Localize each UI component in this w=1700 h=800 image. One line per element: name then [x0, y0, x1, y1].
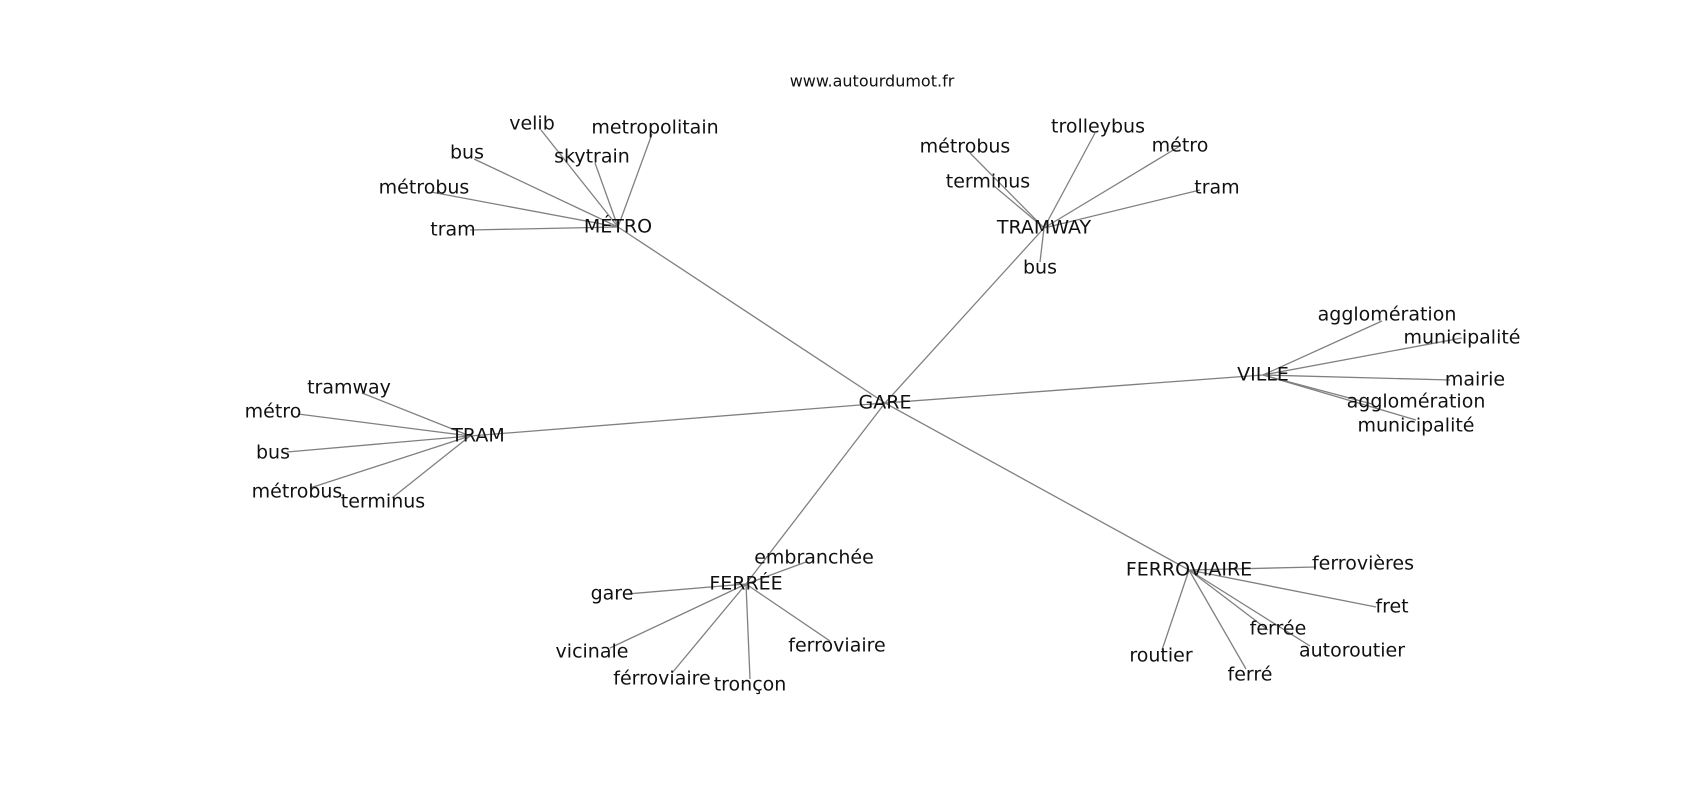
- node-label-fv-autoroutier: autoroutier: [1299, 640, 1405, 662]
- edge-ferree-f-troncon: [745, 583, 751, 680]
- node-label-t-tramway: tramway: [307, 377, 391, 399]
- edge-metro-m-skytrain: [594, 162, 619, 228]
- node-label-tram: TRAM: [450, 425, 504, 447]
- edge-metro-m-bus: [473, 158, 619, 228]
- node-label-gare: GARE: [859, 392, 912, 414]
- edge-ferree-f-gare: [626, 583, 747, 595]
- node-label-ferroviaire: FERROVIAIRE: [1126, 559, 1252, 581]
- node-label-tw-metrobus: métrobus: [920, 136, 1011, 158]
- node-label-t-terminus: terminus: [341, 491, 425, 513]
- source-url: www.autourdumot.fr: [790, 72, 955, 91]
- node-label-ville: VILLE: [1237, 364, 1289, 386]
- edge-tramway-tw-metro: [1043, 145, 1181, 229]
- node-label-v-mairie: mairie: [1445, 369, 1505, 391]
- node-label-m-metropolitain: metropolitain: [591, 117, 718, 139]
- node-label-tw-tram: tram: [1194, 177, 1239, 199]
- edge-tram-t-tramway: [361, 392, 471, 437]
- edge-gare-tramway: [884, 227, 1045, 404]
- node-label-f-ferroviaire2: férroviaire: [613, 668, 710, 690]
- edge-ferroviaire-fv-fret: [1188, 569, 1377, 608]
- edge-ferree-f-vicinale: [609, 583, 747, 649]
- node-label-m-metrobus: métrobus: [379, 177, 470, 199]
- edge-metro-m-velib: [540, 129, 619, 228]
- node-label-t-bus: bus: [256, 442, 290, 464]
- node-label-f-ferroviaire: ferroviaire: [788, 635, 885, 657]
- edge-tram-t-terminus: [391, 435, 471, 499]
- edge-ferree-f-ferroviaire2: [671, 583, 747, 674]
- edge-tram-t-bus: [286, 435, 471, 453]
- node-label-tw-trolleybus: trolleybus: [1051, 116, 1145, 138]
- node-label-metro: MÉTRO: [584, 215, 652, 238]
- edge-gare-ferree: [745, 402, 886, 585]
- edge-tramway-tw-bus: [1039, 227, 1045, 263]
- label-layer: GARE MÉTRO TRAMWAY VILLE TRAM FERRÉE FERROVIAI…: [245, 113, 1521, 696]
- edge-ville-v-mairie: [1262, 374, 1451, 381]
- node-label-f-vicinale: vicinale: [556, 641, 629, 663]
- node-label-v-agglo1: agglomération: [1318, 304, 1457, 326]
- node-label-m-velib: velib: [509, 113, 555, 135]
- node-label-fv-fret: fret: [1375, 596, 1408, 618]
- edge-ferroviaire-fv-autoroutier: [1188, 569, 1311, 647]
- edge-tramway-tw-terminus: [993, 185, 1045, 229]
- node-label-f-embranchee: embranchée: [754, 547, 874, 569]
- edge-gare-metro: [617, 226, 886, 404]
- edge-gare-tram: [469, 402, 886, 437]
- edge-ville-v-agglo1: [1262, 320, 1383, 376]
- node-label-m-bus: bus: [450, 142, 484, 164]
- node-label-v-muni2: municipalité: [1358, 415, 1475, 437]
- edge-ville-v-muni2: [1262, 374, 1417, 421]
- edge-gare-ville: [884, 374, 1264, 404]
- edge-metro-m-metrobus: [430, 191, 619, 228]
- node-label-ferree: FERRÉE: [709, 572, 782, 595]
- edge-ville-v-muni1: [1262, 337, 1463, 376]
- node-label-v-agglo2: agglomération: [1347, 391, 1486, 413]
- node-label-fv-ferree: ferrée: [1250, 618, 1307, 640]
- node-label-tw-terminus: terminus: [946, 171, 1030, 193]
- edge-metro-m-tram: [469, 226, 619, 231]
- edge-tramway-tw-trolleybus: [1043, 132, 1096, 229]
- edge-ferroviaire-fv-ferre: [1188, 569, 1247, 670]
- node-label-fv-ferrovieres: ferrovières: [1312, 553, 1414, 575]
- edge-tram-t-metro: [297, 413, 471, 437]
- node-label-m-tram: tram: [430, 219, 475, 241]
- edge-ferree-f-embranchee: [745, 561, 807, 585]
- edge-ferroviaire-fv-ferrovieres: [1188, 566, 1317, 571]
- edge-ferroviaire-fv-routier: [1161, 569, 1190, 651]
- edge-tramway-tw-tram: [1043, 189, 1201, 229]
- node-label-tramway: TRAMWAY: [996, 217, 1092, 239]
- node-label-tw-bus: bus: [1023, 257, 1057, 279]
- node-label-tw-metro: métro: [1152, 135, 1209, 157]
- node-label-t-metro: métro: [245, 401, 302, 423]
- node-label-m-skytrain: skytrain: [554, 146, 630, 168]
- edge-tram-t-metrobus: [309, 435, 471, 489]
- node-label-fv-routier: routier: [1129, 645, 1192, 667]
- edge-metro-m-metropolitain: [617, 133, 653, 228]
- edge-gare-ferroviaire: [884, 402, 1190, 571]
- edge-ferree-f-ferroviaire: [745, 583, 831, 642]
- edge-tramway-tw-metrobus: [969, 152, 1045, 229]
- node-label-fv-ferre: ferré: [1228, 664, 1273, 686]
- edge-layer: [286, 129, 1463, 680]
- node-label-f-troncon: tronçon: [714, 674, 787, 696]
- edge-ferroviaire-fv-ferree: [1188, 569, 1269, 631]
- node-label-v-muni1: municipalité: [1404, 327, 1521, 349]
- node-label-t-metrobus: métrobus: [252, 481, 343, 503]
- node-label-f-gare: gare: [591, 583, 634, 605]
